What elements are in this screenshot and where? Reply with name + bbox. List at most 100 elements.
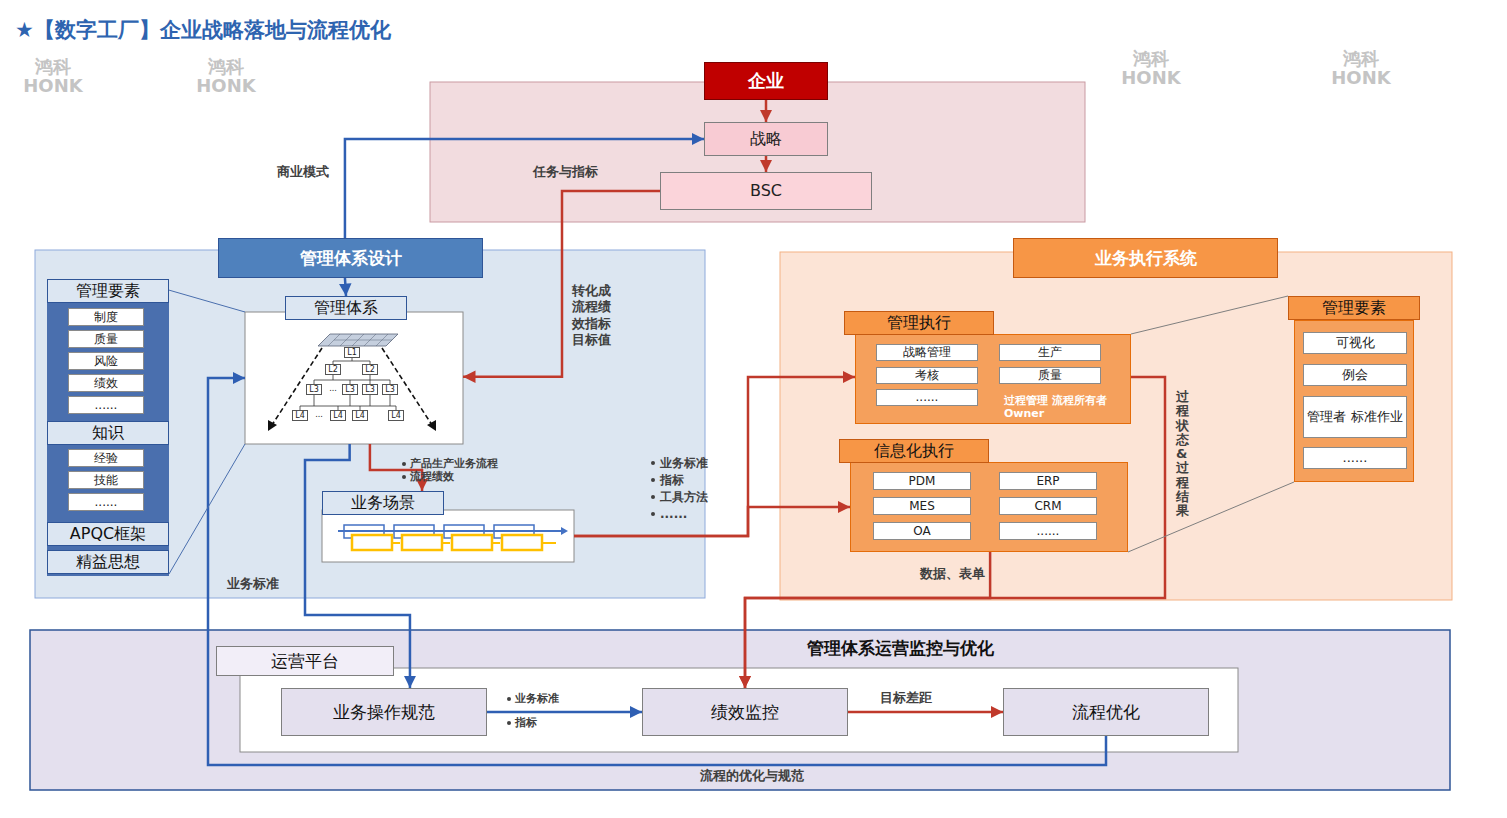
box-label: 流程优化 <box>1070 702 1142 722</box>
group-box: 管理要素制度质量风险绩效...... <box>47 279 169 418</box>
box-label: 生产 <box>1036 345 1064 359</box>
plate-grid <box>328 334 392 346</box>
annotation: ... <box>312 410 326 419</box>
connector <box>1128 482 1294 552</box>
item-box: MES <box>873 497 971 515</box>
annotation: 业务标准 <box>660 456 708 470</box>
group-box: 管理要素可视化例会管理者 标准作业...... <box>1294 320 1414 482</box>
level-tag: L3 <box>382 384 398 395</box>
box-label: PDM <box>907 474 938 488</box>
box-label: 考核 <box>913 368 941 382</box>
process-box: 流程优化 <box>1003 688 1209 736</box>
bullet <box>507 721 511 725</box>
connector-label: 任务与指标 <box>531 164 600 180</box>
box-heading: 知识 <box>47 421 169 445</box>
connector-label: 业务标准 <box>225 576 281 592</box>
box-heading: 管理体系运营监控与优化 <box>785 637 1015 659</box>
box-heading: 管理体系 <box>285 296 407 320</box>
box-heading: 信息化执行 <box>839 439 989 463</box>
arrow-head <box>561 527 568 535</box>
connector <box>169 290 245 312</box>
connector <box>345 139 704 238</box>
dashed-diagonals <box>272 348 432 425</box>
item-box: ERP <box>999 472 1097 490</box>
level-tag: L3 <box>362 384 378 395</box>
scenario-box-ground <box>322 510 574 562</box>
annotation: 流程绩效 <box>410 470 454 483</box>
annotation: 转化成流程绩效指标目标值 <box>572 283 614 348</box>
box-label: 企业 <box>746 70 786 92</box>
bullet <box>402 462 406 466</box>
level-tag: L3 <box>342 384 358 395</box>
item-box: 例会 <box>1303 364 1407 386</box>
item-box: 战略管理 <box>876 344 978 361</box>
bullet <box>651 461 655 465</box>
item-box: CRM <box>999 497 1097 515</box>
annotation: 工具方法 <box>660 490 708 504</box>
connector-label: 目标差距 <box>878 690 934 706</box>
scenario-box: 业务场景 <box>322 510 574 562</box>
box-label: 质量 <box>1036 368 1064 382</box>
item-box: 经验 <box>68 449 144 467</box>
connector-label: 商业模式 <box>275 164 331 180</box>
box-label: 技能 <box>92 473 120 487</box>
box-label: 质量 <box>92 332 120 346</box>
annotation: ...... <box>660 507 687 521</box>
box-label: 精益思想 <box>74 552 142 571</box>
bullet <box>507 697 511 701</box>
connector <box>745 552 990 688</box>
arrow-head <box>268 420 277 431</box>
group-box: 信息化执行PDMERPMESCRMOA...... <box>850 462 1128 552</box>
box-heading: 管理体系设计 <box>218 238 483 278</box>
item-box: 生产 <box>999 344 1101 361</box>
strategy-band <box>430 82 1085 222</box>
item-box: ...... <box>999 522 1097 540</box>
box-label: ...... <box>1035 524 1062 538</box>
box-label: 业务操作规范 <box>331 702 437 722</box>
connector <box>1131 296 1288 334</box>
box-label: 绩效监控 <box>709 702 781 722</box>
item-box: OA <box>873 522 971 540</box>
box-label: ...... <box>1341 450 1370 466</box>
box-label: CRM <box>1032 499 1063 513</box>
item-box: 质量 <box>68 330 144 348</box>
platform-box-ground <box>240 668 1238 752</box>
bsc-box: BSC <box>660 172 872 210</box>
box-heading: 业务场景 <box>322 491 444 515</box>
watermark: 鸿科 HONK <box>22 58 84 96</box>
item-box: 质量 <box>999 367 1101 384</box>
arrow-head <box>427 420 436 431</box>
step-links <box>392 542 556 544</box>
annotation: 指标 <box>515 716 537 729</box>
connector-label: 流程的优化与规范 <box>698 768 806 784</box>
bullet <box>402 475 406 479</box>
connector-label: 过程状态&过程结果 <box>1176 390 1189 519</box>
level-tag: L1 <box>344 347 360 358</box>
yellow-step <box>502 535 542 550</box>
box-label: ERP <box>1034 474 1061 488</box>
connector <box>463 191 660 377</box>
page-title: ★【数字工厂】企业战略落地与流程优化 <box>15 18 391 43</box>
connector <box>169 444 245 574</box>
design-panel-ground <box>35 250 705 598</box>
box-label: 绩效 <box>92 376 120 390</box>
framework-box: APQC框架 <box>47 522 169 546</box>
item-box: ...... <box>68 493 144 511</box>
item-box: 管理者 标准作业 <box>1303 396 1407 438</box>
execution-panel-ground <box>780 252 1452 600</box>
box-label: 制度 <box>92 310 120 324</box>
connector <box>345 278 346 296</box>
execution-panel: 业务执行系统管理执行过程管理 流程所有者Owner战略管理生产考核质量.....… <box>780 252 1452 600</box>
box-label: BSC <box>748 181 784 200</box>
bullet <box>651 495 655 499</box>
box-label: OA <box>911 524 932 538</box>
box-label: 可视化 <box>1334 335 1377 351</box>
box-label: APQC框架 <box>68 524 148 543</box>
box-heading: 管理执行 <box>844 311 994 335</box>
connector <box>487 711 642 714</box>
watermark: 鸿科 HONK <box>195 58 257 96</box>
connector <box>574 507 850 536</box>
monitor-panel: 管理体系运营监控与优化运营平台业务操作规范绩效监控流程优化 <box>30 630 1450 790</box>
item-box: 风险 <box>68 352 144 370</box>
annotation: 业务标准 <box>515 692 559 705</box>
